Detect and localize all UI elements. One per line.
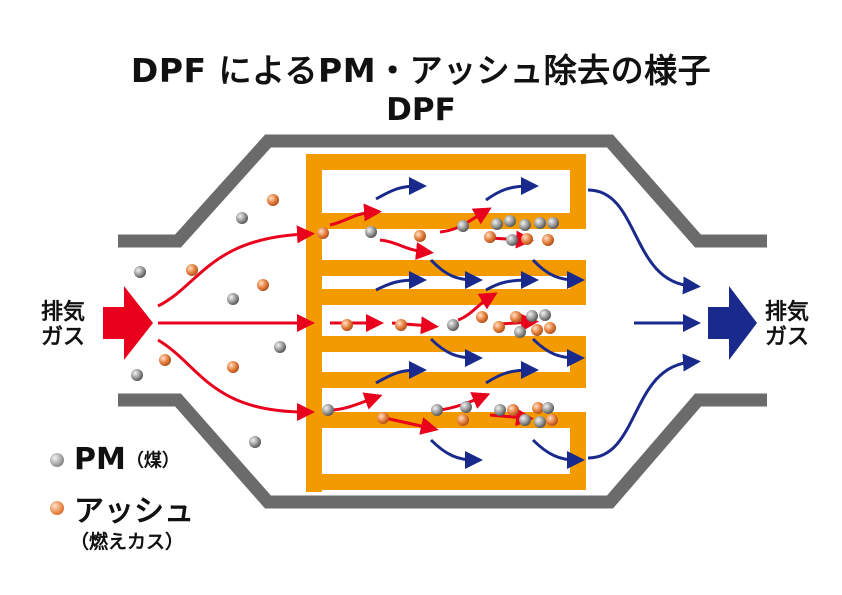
ash-particle <box>457 414 469 426</box>
pm-particle <box>534 217 546 229</box>
ash-particle <box>542 234 554 246</box>
pm-particle <box>322 404 334 416</box>
pm-particle <box>519 219 531 231</box>
ash-particle <box>510 311 522 323</box>
pm-particle <box>457 220 469 232</box>
ash-particle <box>507 404 519 416</box>
ash-particle <box>227 361 239 373</box>
ash-particle-icon <box>50 501 64 515</box>
inlet-label: 排気 ガス <box>28 300 98 350</box>
ash-particle <box>546 414 558 426</box>
pm-particle <box>236 212 248 224</box>
ash-particle <box>532 402 544 414</box>
ash-particle <box>267 194 279 206</box>
legend-pm: PM（煤） <box>50 442 180 477</box>
exhaust-outlet-arrow <box>708 286 757 360</box>
outflow-arrows <box>375 177 701 469</box>
ash-particle <box>257 279 269 291</box>
pm-particle <box>514 326 526 338</box>
inflow-arrows <box>157 203 539 435</box>
ash-particle <box>476 311 488 323</box>
pm-particle <box>506 234 518 246</box>
ash-particle <box>521 233 533 245</box>
legend-ash: アッシュ <box>50 486 194 530</box>
ash-particle <box>531 324 543 336</box>
legend-ash-label: アッシュ <box>74 494 194 529</box>
inlet-label-line-1: 排気 <box>40 300 85 325</box>
legend-pm-label: PM <box>74 442 126 477</box>
ash-particle <box>341 319 353 331</box>
ash-particle <box>414 230 426 242</box>
ash-particle <box>493 321 505 333</box>
ash-particle <box>377 412 389 424</box>
pm-particle <box>504 215 516 227</box>
inlet-label-line-2: ガス <box>40 325 85 350</box>
ash-particle <box>317 227 329 239</box>
pm-particle <box>547 217 559 229</box>
ash-particle <box>395 319 407 331</box>
pm-particle <box>274 341 286 353</box>
ash-particle <box>544 322 556 334</box>
pm-particle <box>542 402 554 414</box>
pm-particle <box>365 226 377 238</box>
pm-particle <box>227 293 239 305</box>
diagram-subtitle: DPF <box>386 92 456 128</box>
outlet-label-line-1: 排気 <box>764 300 809 325</box>
ash-particle <box>484 231 496 243</box>
legend-pm-note: （煤） <box>125 450 180 472</box>
pm-particle <box>460 401 472 413</box>
pm-particle-icon <box>50 452 64 467</box>
pm-particle <box>491 218 503 230</box>
legend-ash-note: （燃えカス） <box>70 531 185 553</box>
pm-particle <box>494 404 506 416</box>
pm-particle <box>131 369 143 381</box>
outlet-label: 排気 ガス <box>752 300 822 350</box>
pm-particle <box>431 404 443 416</box>
pm-particle <box>447 319 459 331</box>
ash-particle <box>186 264 198 276</box>
pm-particle <box>249 436 261 448</box>
diagram-title: DPF によるPM・アッシュ除去の様子 <box>130 51 712 90</box>
pm-particle <box>526 310 538 322</box>
ash-particle <box>159 354 171 366</box>
pm-particle <box>539 309 551 321</box>
pm-particle <box>534 416 546 428</box>
pm-particle <box>519 414 531 426</box>
dpf-housing <box>118 134 767 509</box>
exhaust-inlet-arrow <box>103 286 153 360</box>
particles <box>131 194 559 448</box>
pm-particle <box>134 266 146 278</box>
outlet-label-line-2: ガス <box>764 325 809 350</box>
